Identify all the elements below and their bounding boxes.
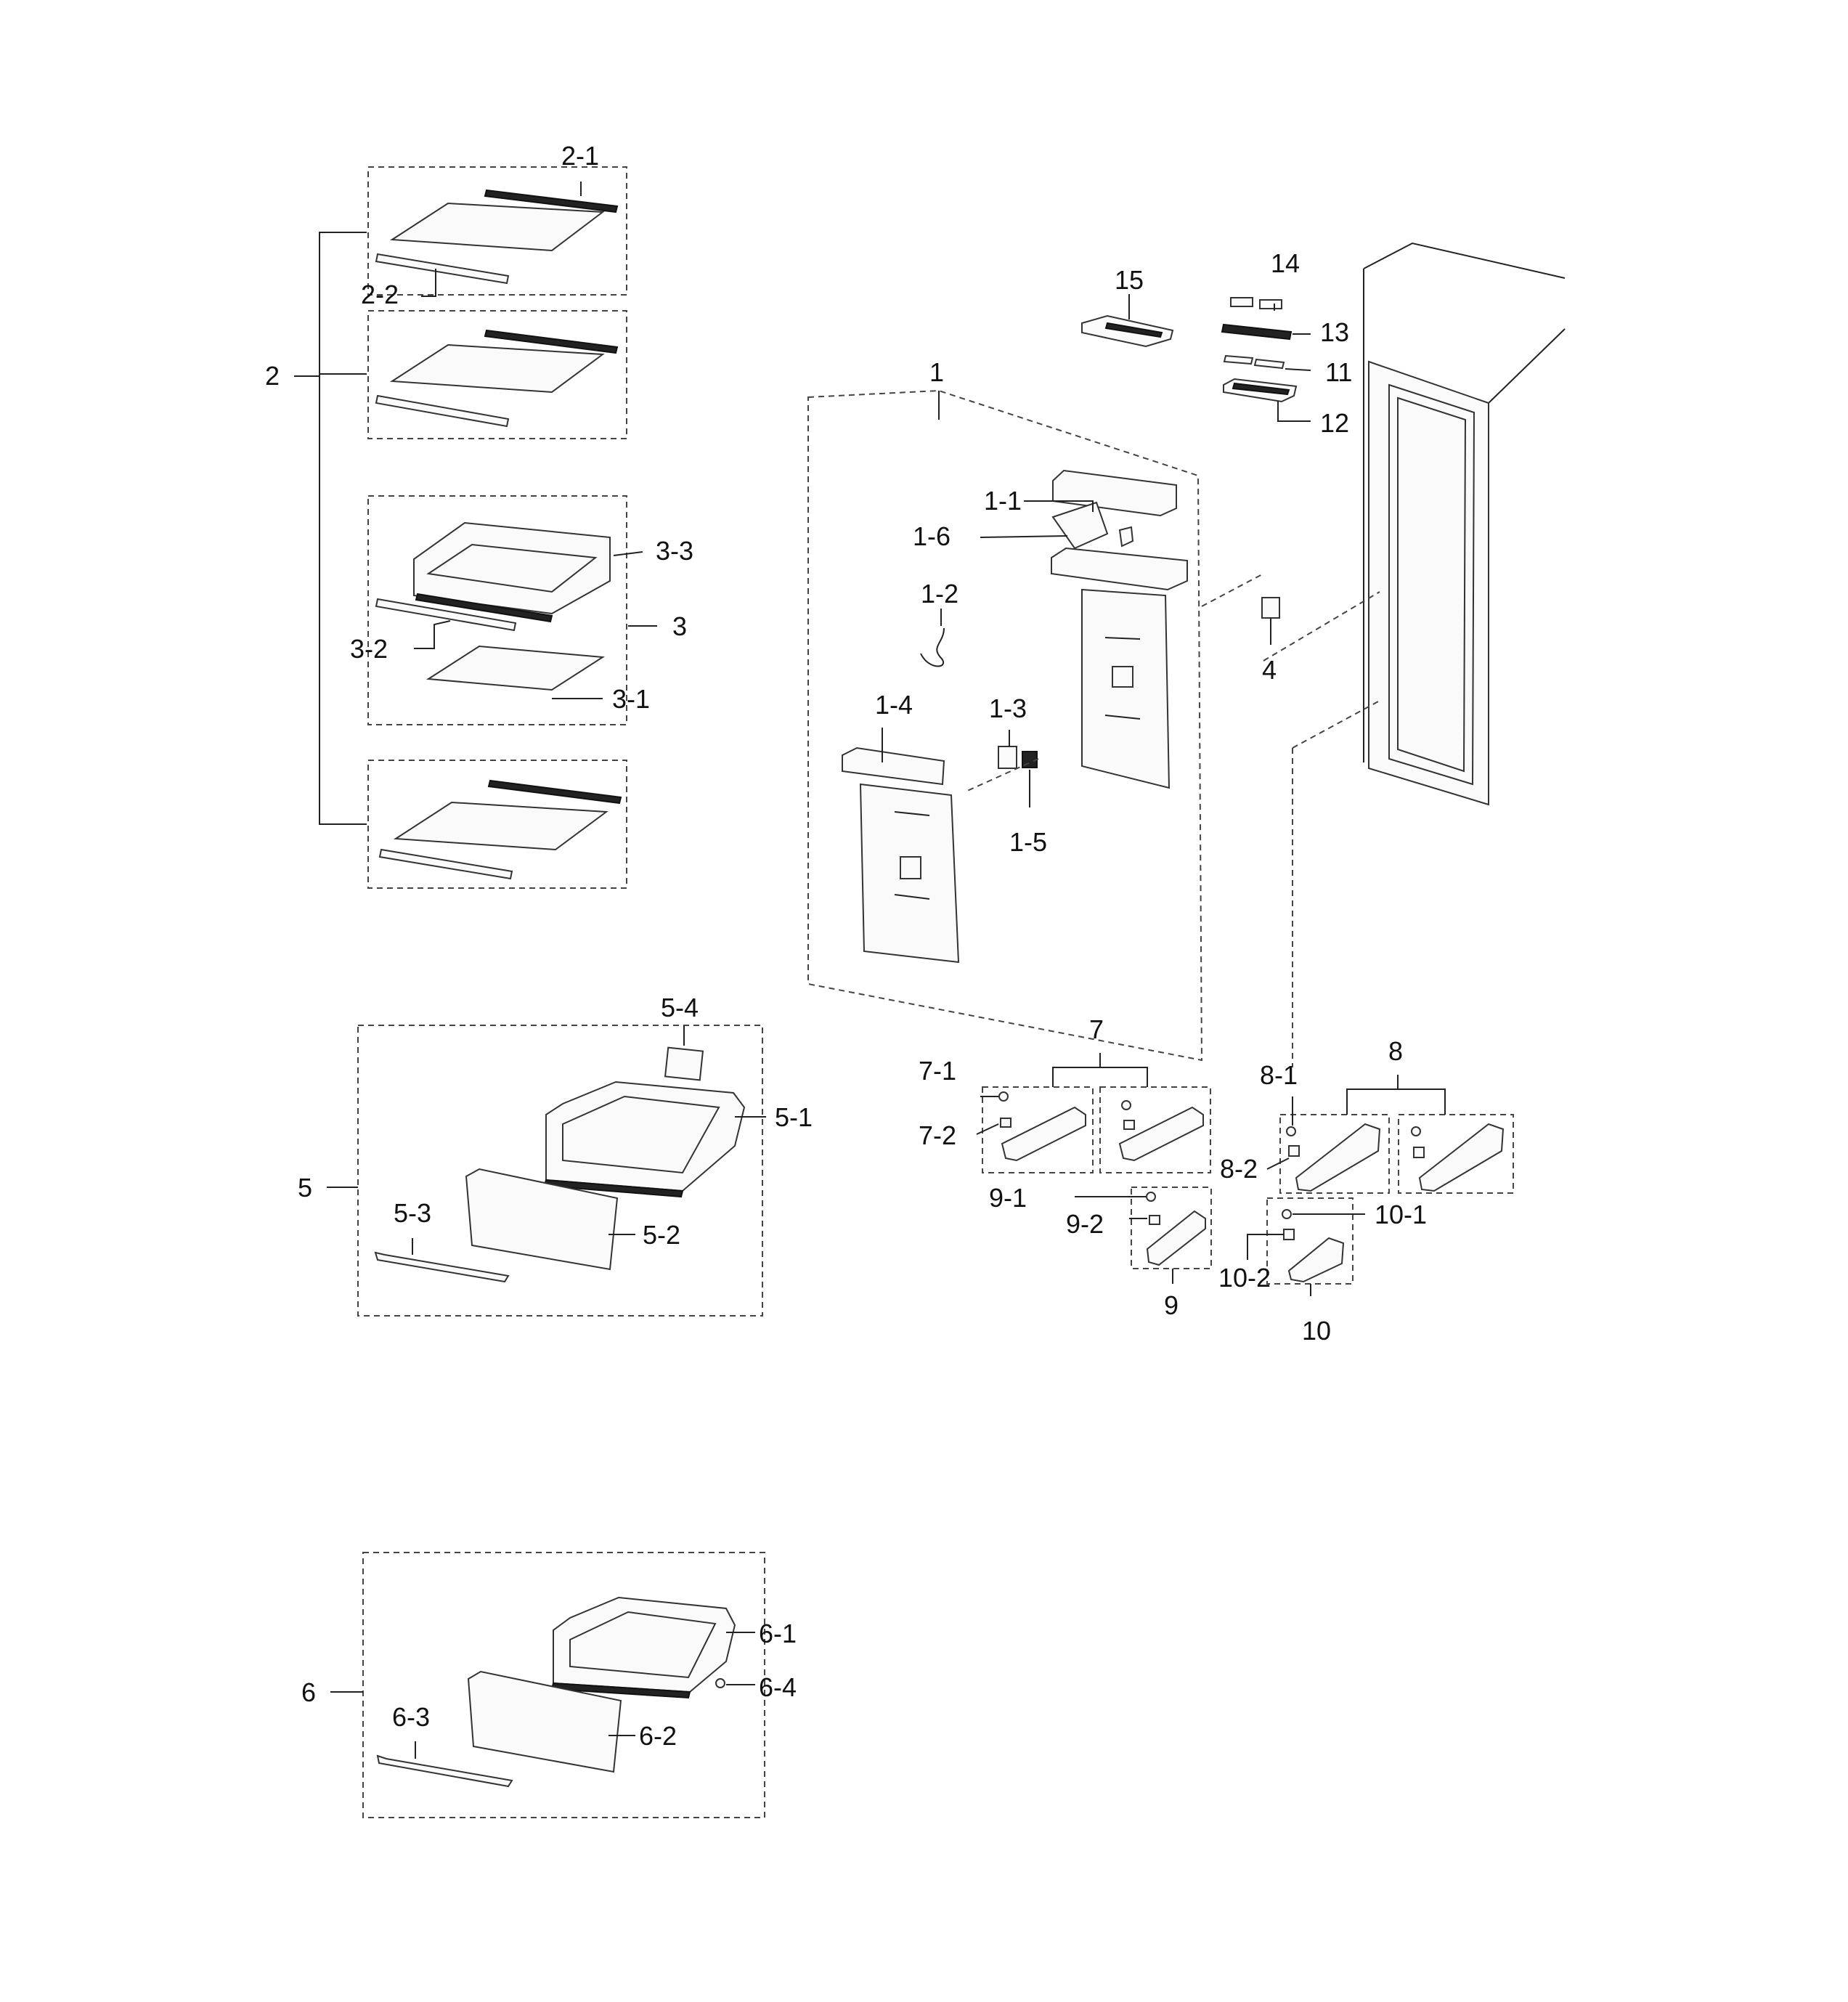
callout-12: 12 xyxy=(1320,408,1349,438)
callout-9-2: 9-2 xyxy=(1066,1209,1104,1239)
shelf-tray xyxy=(375,521,611,691)
callout-7-1: 7-1 xyxy=(919,1056,956,1086)
callout-8-2: 8-2 xyxy=(1220,1154,1258,1184)
part-11 xyxy=(1223,354,1254,365)
callout-6-1: 6-1 xyxy=(759,1619,797,1648)
callout-2: 2 xyxy=(265,361,280,391)
callout-6-2: 6-2 xyxy=(639,1721,677,1751)
part-5-3 xyxy=(374,1251,510,1283)
callout-1-4: 1-4 xyxy=(875,690,913,720)
door-bin-group-10 xyxy=(1266,1197,1354,1285)
refrigerator-cabinet xyxy=(1363,242,1566,806)
callout-5-3: 5-3 xyxy=(394,1198,431,1228)
callout-1-2: 1-2 xyxy=(921,579,958,609)
callout-5: 5 xyxy=(298,1173,312,1203)
callout-13: 13 xyxy=(1320,317,1349,347)
callout-11: 11 xyxy=(1325,357,1352,387)
door-bin-group-7 xyxy=(982,1086,1211,1173)
callout-6: 6 xyxy=(301,1677,316,1707)
drawer-group-5 xyxy=(357,1025,763,1317)
shelf-group xyxy=(294,166,627,889)
part-1-4 xyxy=(842,746,945,786)
part-14 xyxy=(1230,297,1253,307)
drawer-group-6 xyxy=(362,1552,765,1818)
right-panel xyxy=(1081,588,1171,789)
callout-1: 1 xyxy=(929,357,944,387)
glass-shelf xyxy=(375,329,619,428)
callout-1-6: 1-6 xyxy=(913,521,951,551)
callout-5-1: 5-1 xyxy=(775,1102,813,1132)
callout-15: 15 xyxy=(1115,265,1144,295)
callout-5-2: 5-2 xyxy=(643,1220,680,1250)
callout-5-4: 5-4 xyxy=(661,993,699,1022)
callout-10-2: 10-2 xyxy=(1218,1263,1271,1293)
door-bin-group-8 xyxy=(1279,1114,1514,1194)
callout-14: 14 xyxy=(1271,248,1300,278)
callout-8-1: 8-1 xyxy=(1260,1060,1298,1090)
callout-10: 10 xyxy=(1302,1316,1331,1346)
callout-10-1: 10-1 xyxy=(1375,1200,1427,1229)
callout-6-3: 6-3 xyxy=(392,1702,430,1732)
glass-shelf xyxy=(375,189,619,285)
callout-7-2: 7-2 xyxy=(919,1120,956,1150)
part-1-1 xyxy=(1052,469,1177,517)
part-6-4 xyxy=(715,1678,725,1688)
callout-9-1: 9-1 xyxy=(989,1183,1027,1213)
part-5-4 xyxy=(664,1046,704,1081)
door-bin-group-9 xyxy=(1131,1187,1212,1269)
callout-3-3: 3-3 xyxy=(656,536,693,566)
callout-2-1: 2-1 xyxy=(561,141,599,171)
callout-9: 9 xyxy=(1164,1290,1179,1320)
part-13 xyxy=(1221,323,1293,341)
callout-1-3: 1-3 xyxy=(989,693,1027,723)
callout-8: 8 xyxy=(1388,1036,1403,1066)
callout-7: 7 xyxy=(1089,1014,1104,1044)
part-4 xyxy=(1261,597,1280,619)
callout-3-2: 3-2 xyxy=(350,634,388,664)
callout-3-1: 3-1 xyxy=(612,684,650,714)
panel-group xyxy=(807,389,1264,1062)
part-6-3 xyxy=(376,1754,513,1788)
callout-1-1: 1-1 xyxy=(984,486,1022,516)
part-1-6 xyxy=(1051,501,1109,550)
callout-2-2: 2-2 xyxy=(361,280,399,309)
callout-1-5: 1-5 xyxy=(1009,827,1047,857)
glass-shelf xyxy=(378,779,622,880)
part-1-3 xyxy=(998,746,1017,769)
callout-4: 4 xyxy=(1262,655,1277,685)
callout-6-4: 6-4 xyxy=(759,1672,797,1702)
top-parts xyxy=(1081,297,1298,403)
callout-3: 3 xyxy=(672,611,687,641)
